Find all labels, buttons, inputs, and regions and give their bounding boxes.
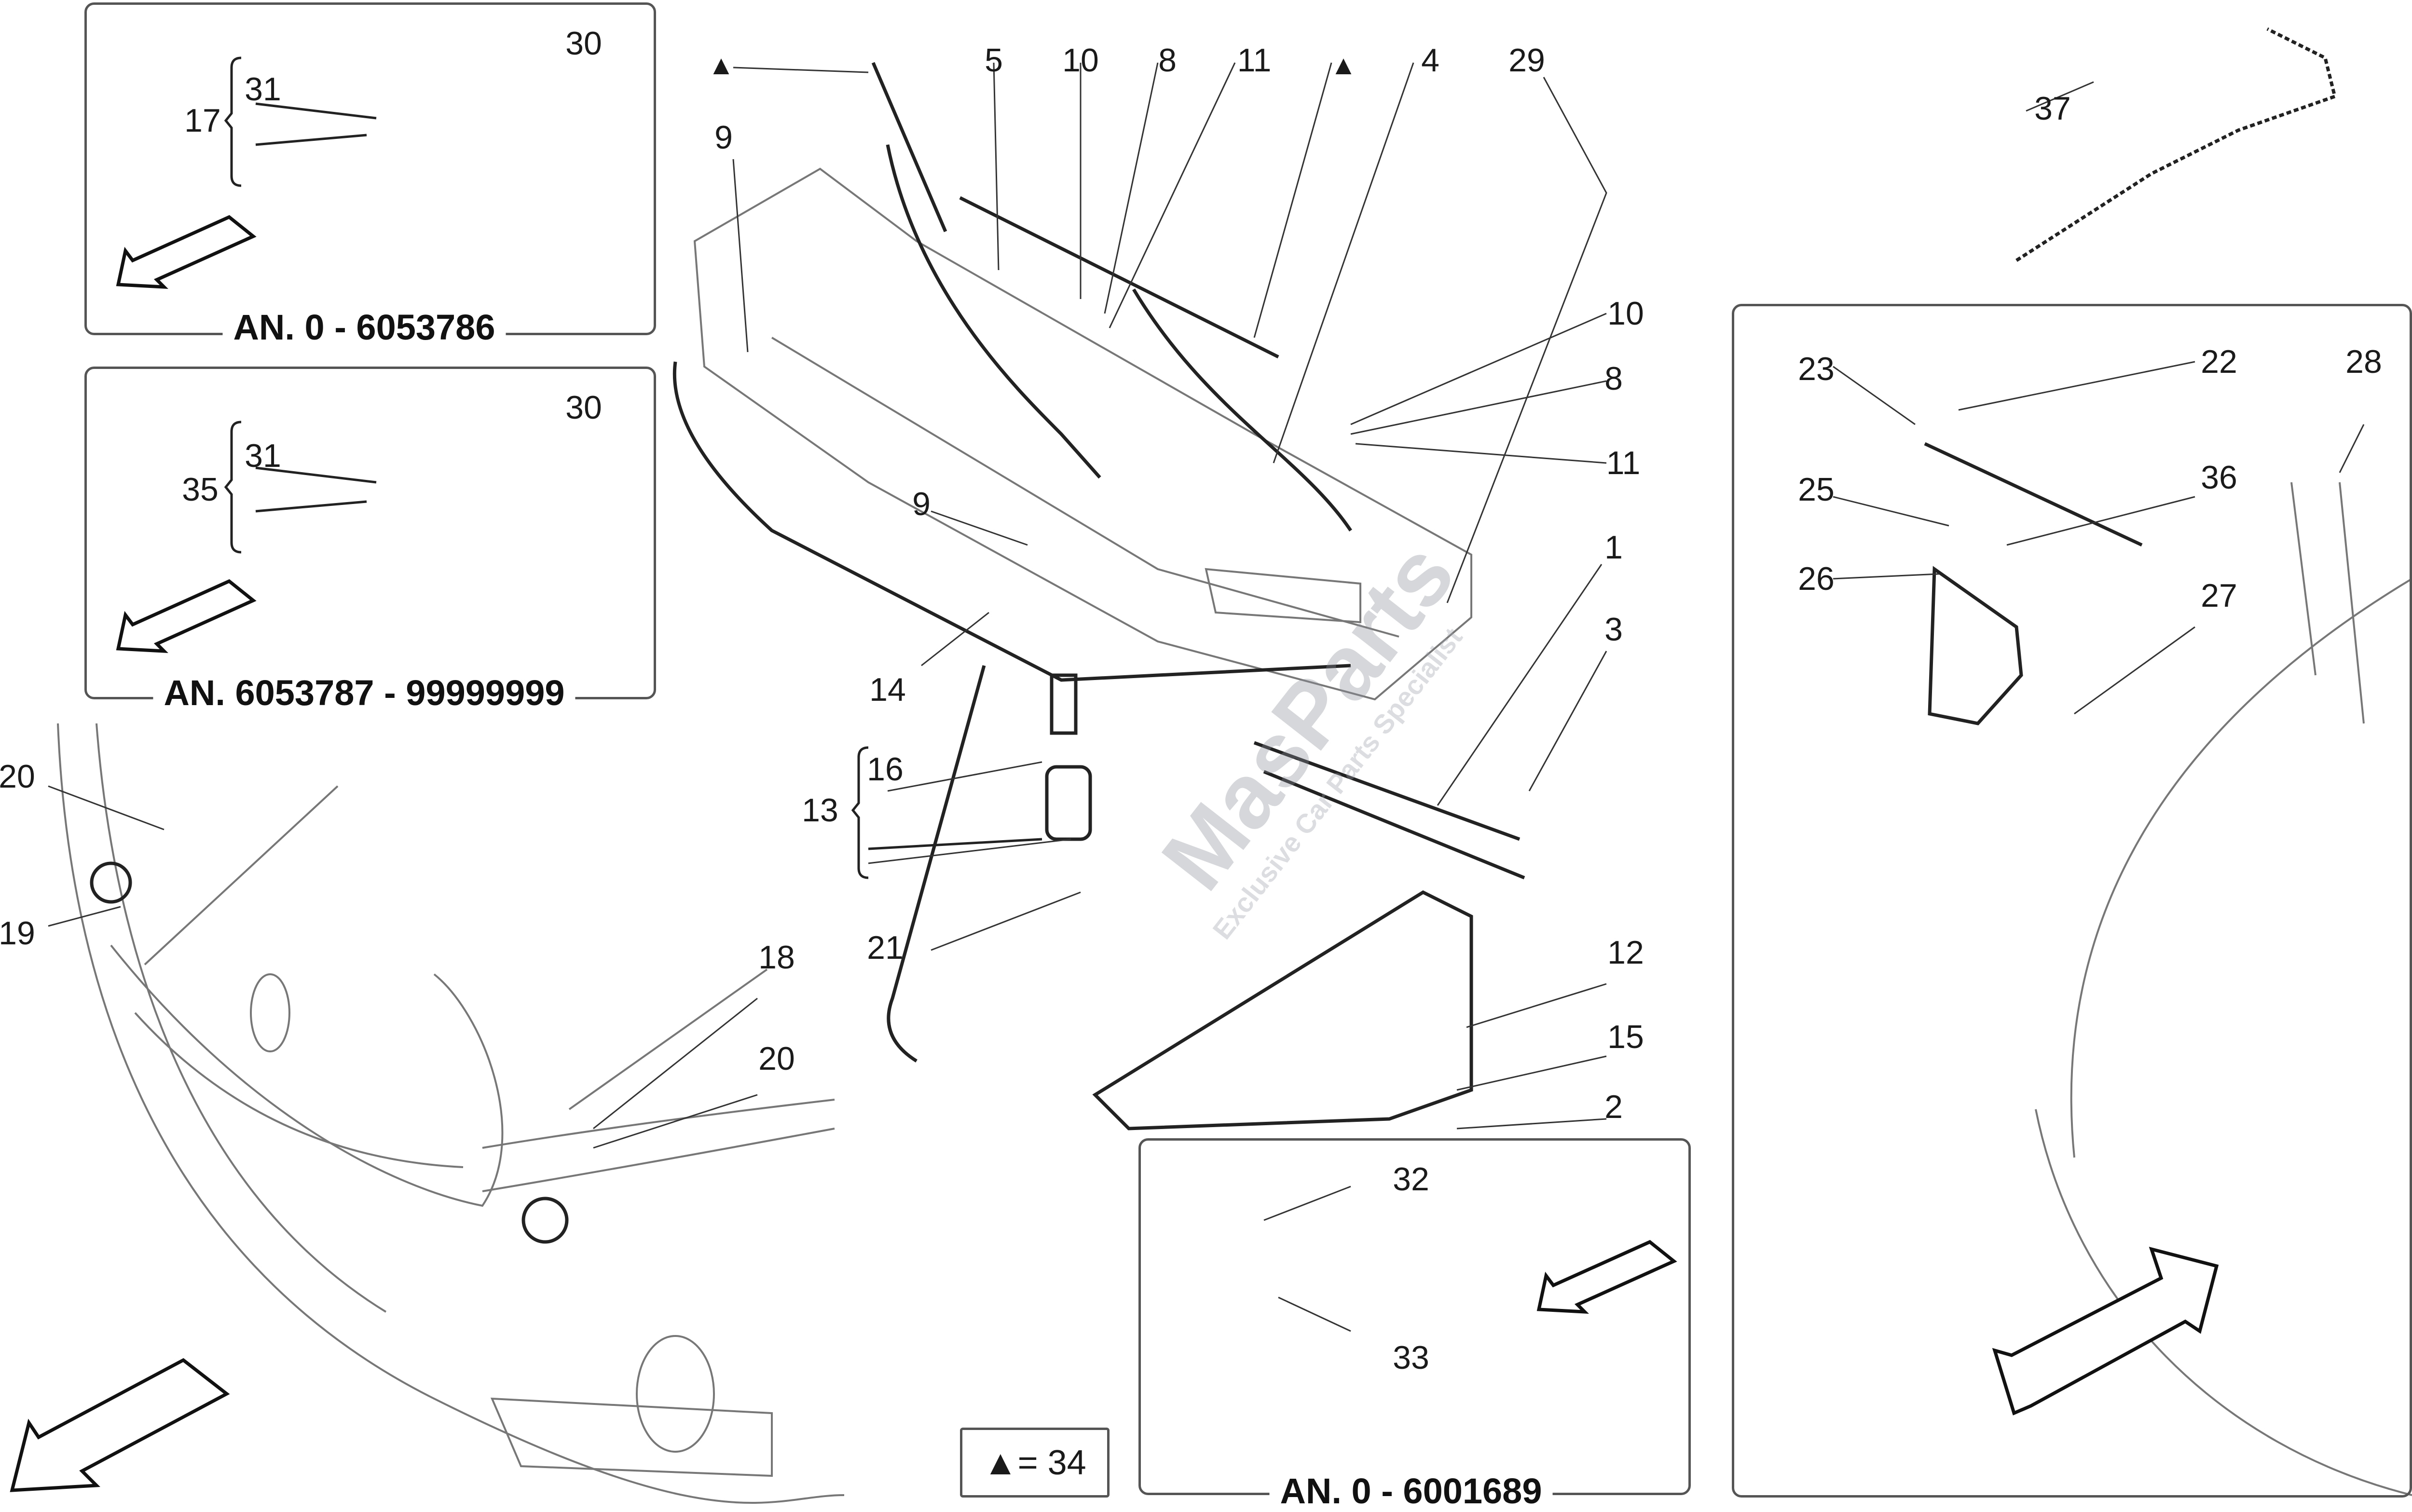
wiper-blade-left (871, 62, 947, 232)
arrow-inset1-icon (116, 215, 257, 289)
inset4-callout-27: 27 (2201, 577, 2237, 614)
parts-linework (90, 27, 2337, 1244)
inset-rear-wiper (1732, 304, 2412, 1498)
rear-washer-hose (2015, 27, 2337, 262)
horn-right (521, 1197, 569, 1244)
wiper-blade-right (959, 196, 1279, 359)
callout-37: 37 (2034, 90, 2071, 127)
direction-arrows (10, 215, 2219, 1492)
horn-left (90, 861, 132, 904)
inset2-callout-31: 31 (245, 437, 281, 474)
callout-20-right: 20 (758, 1040, 795, 1077)
inset4-callout-25: 25 (1798, 471, 1835, 508)
legend-triangle-icon: ▲ (983, 1443, 1018, 1482)
inset-middle-left-title: AN. 6053787 - 99999999 (153, 675, 576, 711)
callout-9-top: 9 (714, 119, 733, 156)
callout-16: 16 (867, 751, 904, 788)
callout-1: 1 (1604, 529, 1623, 566)
callout-4: 4 (1421, 42, 1439, 79)
inset4-callout-28: 28 (2345, 343, 2382, 380)
inset4-callout-22: 22 (2201, 343, 2237, 380)
callout-10-top: 10 (1062, 42, 1099, 79)
callout-13: 13 (802, 792, 838, 829)
callout-14: 14 (869, 671, 906, 708)
callout-10-right: 10 (1607, 295, 1644, 332)
inset2-callout-30: 30 (565, 389, 602, 426)
callout-triangle-b: ▲ (1330, 50, 1357, 80)
callout-triangle-a: ▲ (708, 50, 735, 80)
washer-reservoir (1092, 890, 1473, 1131)
arrow-rear-right-icon (1992, 1246, 2219, 1416)
inset4-callout-26: 26 (1798, 560, 1835, 597)
inset2-callout-35: 35 (182, 471, 219, 508)
arrow-inset2-icon (116, 579, 257, 653)
leader-lines (48, 62, 2365, 1332)
pump-filter (1050, 673, 1078, 735)
inset1-callout-17: 17 (184, 102, 221, 139)
inset3-callout-32: 32 (1393, 1161, 1429, 1198)
wiper-arm-left (886, 144, 1101, 479)
washer-hose (672, 361, 1351, 682)
callout-12: 12 (1607, 934, 1644, 971)
inset3-callout-33: 33 (1393, 1339, 1429, 1376)
callout-5: 5 (985, 42, 1003, 79)
inset-bottom-center-title: AN. 0 - 6001689 (1269, 1473, 1553, 1509)
callout-21: 21 (867, 929, 904, 966)
washer-pump (1045, 765, 1092, 841)
callout-20-left: 20 (0, 758, 35, 795)
callout-9-middle: 9 (912, 486, 931, 522)
inset1-callout-30: 30 (565, 25, 602, 62)
callout-8-top: 8 (1158, 42, 1177, 79)
arrow-inset3-icon (1536, 1240, 1677, 1314)
callout-18: 18 (758, 939, 795, 976)
washer-hose-lower (887, 665, 986, 1062)
callout-11-top: 11 (1237, 42, 1272, 79)
legend-box: ▲ = 34 (960, 1428, 1110, 1498)
callout-2: 2 (1604, 1089, 1623, 1125)
callout-29: 29 (1508, 42, 1545, 79)
inset4-callout-23: 23 (1798, 351, 1835, 387)
wiper-arm-right (1132, 288, 1352, 531)
car-body-outlines (57, 167, 2412, 1504)
rear-wiper-arm (1924, 442, 2143, 547)
callout-8-right: 8 (1604, 360, 1623, 397)
legend-text: = 34 (1017, 1443, 1086, 1482)
inset-top-left-title: AN. 0 - 6053786 (222, 310, 506, 345)
callout-11-right: 11 (1606, 445, 1641, 481)
callout-19: 19 (0, 915, 35, 952)
callout-15: 15 (1607, 1019, 1644, 1055)
inset1-callout-31: 31 (245, 71, 281, 108)
callout-3: 3 (1604, 611, 1623, 648)
wiper-linkage (1253, 741, 1521, 841)
inset4-callout-36: 36 (2201, 459, 2237, 496)
rear-wiper-motor (1928, 566, 2023, 725)
arrow-front-left-icon (10, 1358, 230, 1492)
